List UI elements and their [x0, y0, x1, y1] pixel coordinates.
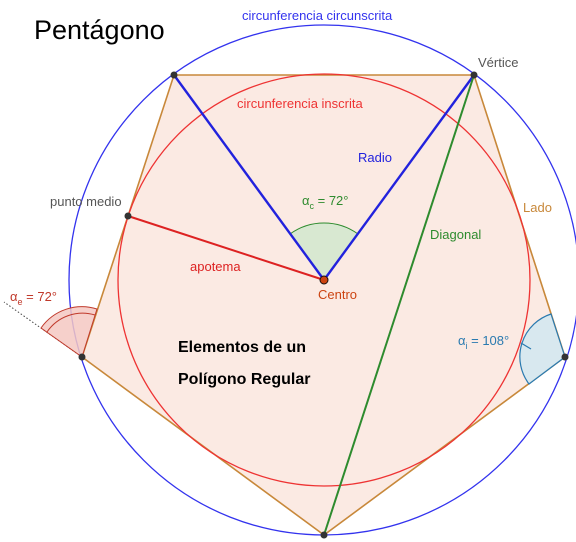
midpoint-point: [124, 212, 132, 220]
vertex-point-right: [561, 353, 569, 361]
central-angle-label: αc = 72°: [302, 193, 349, 211]
side-label: Lado: [523, 200, 552, 215]
vertex-label: Vértice: [478, 55, 518, 70]
heading-line-1: Elementos de un: [178, 339, 306, 356]
vertex-point-left: [78, 353, 86, 361]
central-angle-arc: [289, 222, 359, 281]
vertex-point-bottom: [320, 531, 328, 539]
radius-label: Radio: [358, 150, 392, 165]
circumscribed-circle-label: circunferencia circunscrita: [242, 8, 393, 23]
radius-left: [173, 74, 325, 281]
interior-angle-label: αi = 108°: [458, 333, 509, 351]
vertex-point-top-left: [170, 71, 178, 79]
interior-angle-tick: [520, 342, 532, 350]
heading-line-2: Polígono Regular: [178, 371, 310, 388]
diagram-title: Pentágono: [34, 15, 165, 45]
pentagon-shape: [81, 74, 566, 536]
apothem-label: apotema: [190, 259, 241, 274]
vertex-point-top-right: [470, 71, 478, 79]
diagonal-label: Diagonal: [430, 227, 481, 242]
center-label: Centro: [318, 287, 357, 302]
exterior-angle-arc: [40, 306, 98, 358]
midpoint-label: punto medio: [50, 194, 122, 209]
center-point: [319, 275, 329, 285]
inscribed-circle: [117, 73, 531, 487]
apothem-line: [127, 215, 325, 281]
diagonal-line: [323, 74, 475, 536]
exterior-angle-inner-arc: [46, 312, 96, 333]
exterior-angle-label: αe = 72°: [10, 289, 57, 307]
inscribed-circle-label: circunferencia inscrita: [237, 96, 363, 111]
radius-right: [323, 74, 475, 281]
